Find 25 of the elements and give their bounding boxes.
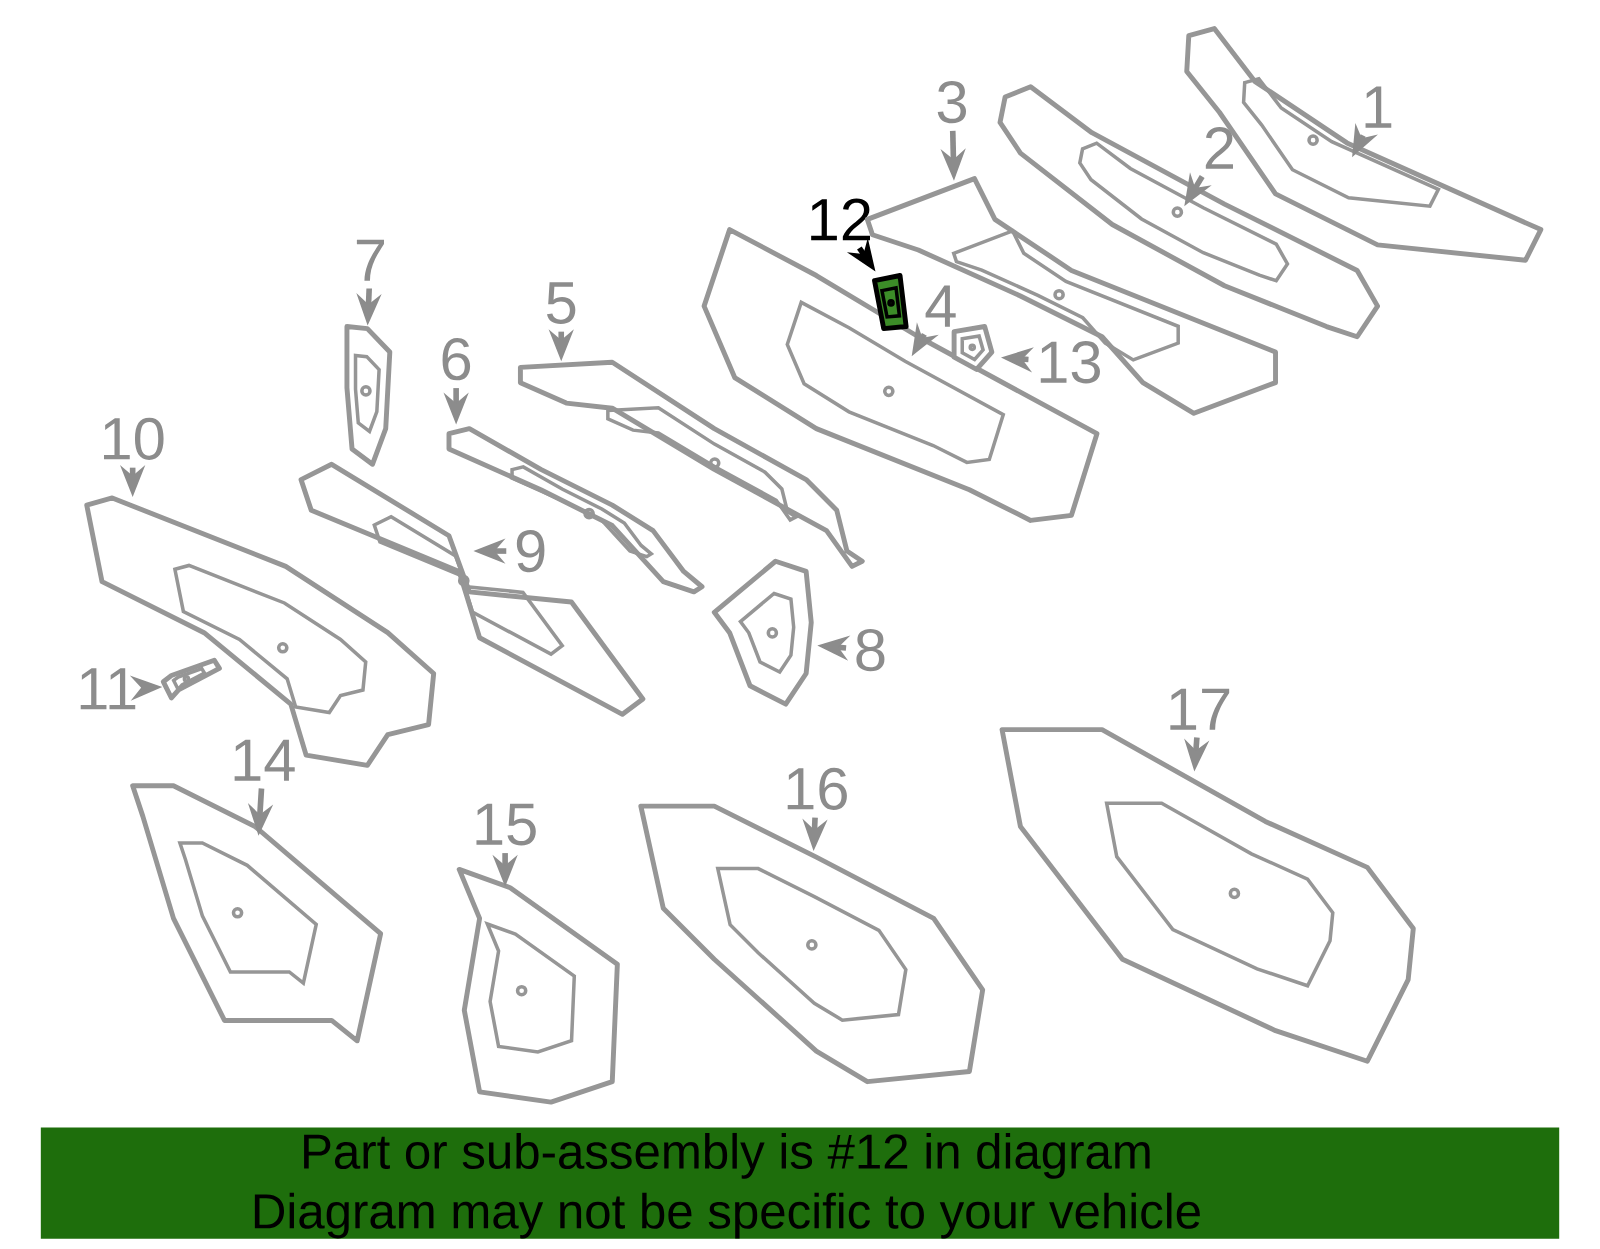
part-drawing xyxy=(298,461,646,717)
callout-number: 11 xyxy=(80,668,136,710)
callout-number: 6 xyxy=(442,338,471,381)
callout-number: 13 xyxy=(1040,341,1100,384)
callout-number: 7 xyxy=(356,239,384,281)
callout-number: 5 xyxy=(547,282,576,324)
callout-number: 3 xyxy=(937,80,967,124)
callout-number: 10 xyxy=(104,417,164,460)
caption-banner: Part or sub-assembly is #12 in diagram Diagram may not be specific to your vehicle xyxy=(40,1127,1560,1239)
callout-number: 15 xyxy=(476,803,536,846)
part-drawing xyxy=(1184,26,1544,263)
callout-number: 9 xyxy=(516,529,545,573)
part-drawing xyxy=(130,783,384,1044)
callout-number: 4 xyxy=(925,285,956,327)
callout-number: 1 xyxy=(1365,86,1392,128)
callout-number: 14 xyxy=(234,739,295,781)
part-drawing xyxy=(456,866,620,1105)
callout-number: 12 xyxy=(811,198,870,241)
part-drawing xyxy=(160,657,222,701)
part-drawing xyxy=(711,558,814,707)
part-drawing xyxy=(872,273,909,332)
callout-number: 17 xyxy=(1170,688,1230,730)
callout-number: 8 xyxy=(856,628,885,672)
callout-number: 2 xyxy=(1205,127,1233,169)
callout-number: 16 xyxy=(787,767,847,810)
